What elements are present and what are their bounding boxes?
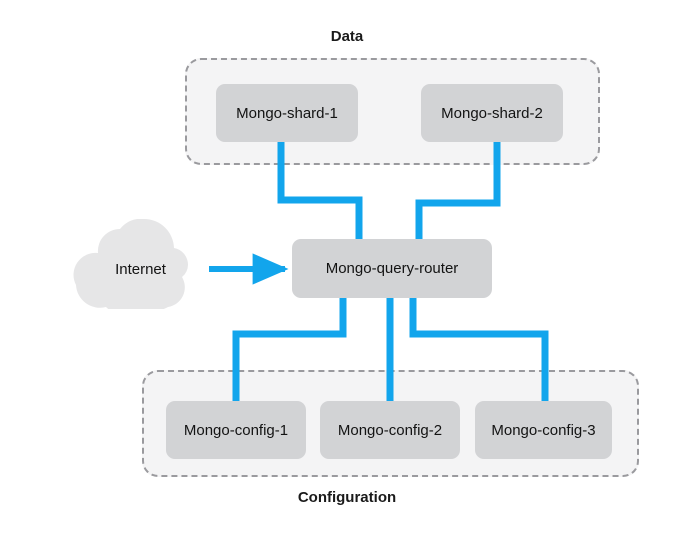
group-label-configuration: Configuration	[297, 489, 397, 506]
internet-label: Internet	[58, 219, 223, 309]
node-label: Mongo-config-1	[183, 421, 289, 439]
wire-shard2-router	[415, 138, 501, 243]
node-mongo-config-2[interactable]: Mongo-config-2	[320, 401, 460, 459]
cloud-text: Internet	[115, 260, 166, 278]
node-label: Mongo-shard-1	[236, 104, 338, 122]
node-mongo-query-router[interactable]: Mongo-query-router	[292, 239, 492, 298]
wire-router-config3	[409, 294, 549, 406]
node-label: Mongo-config-2	[337, 421, 443, 439]
node-label: Mongo-query-router	[325, 260, 459, 277]
wire-shard1-router	[277, 138, 363, 243]
wire-router-config1	[232, 294, 347, 406]
node-label: Mongo-shard-2	[441, 104, 543, 122]
node-mongo-shard-1[interactable]: Mongo-shard-1	[216, 84, 358, 142]
internet-cloud-icon	[73, 219, 189, 309]
node-mongo-shard-2[interactable]: Mongo-shard-2	[421, 84, 563, 142]
node-mongo-config-3[interactable]: Mongo-config-3	[475, 401, 612, 459]
group-label-data: Data	[330, 28, 364, 45]
node-mongo-config-1[interactable]: Mongo-config-1	[166, 401, 306, 459]
node-label: Mongo-config-3	[491, 421, 596, 439]
